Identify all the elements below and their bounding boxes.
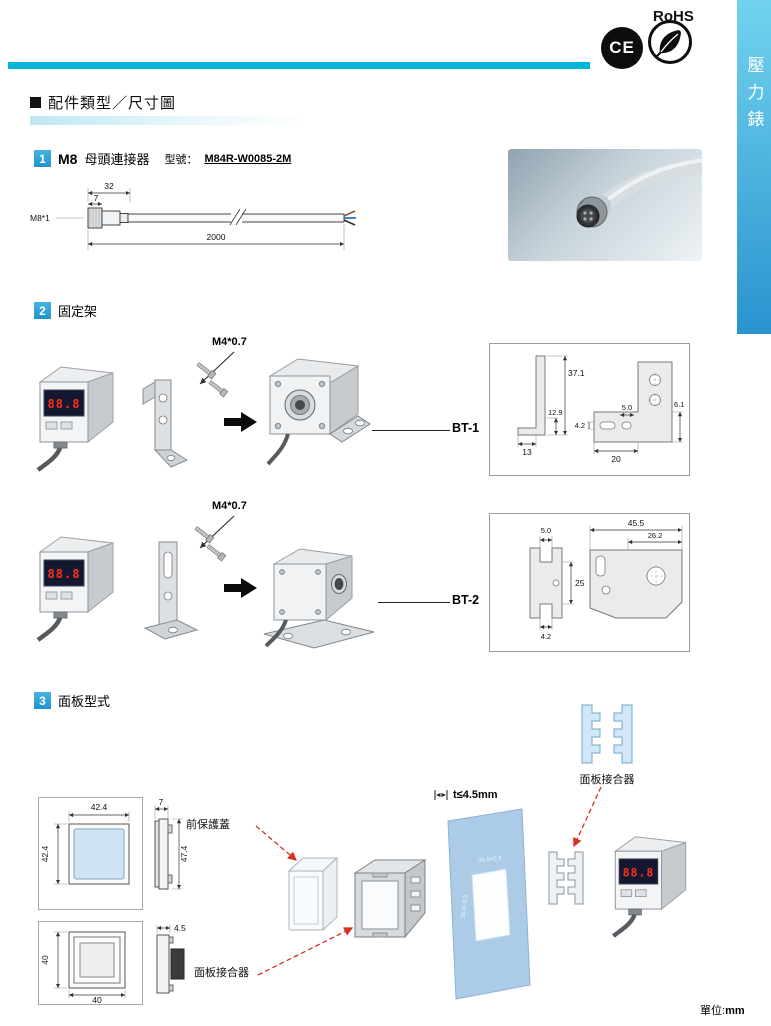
- m8-connector-photo: [508, 149, 702, 261]
- page-title: 配件類型／尺寸圖: [30, 92, 176, 113]
- bt2-leader-line: [378, 602, 450, 603]
- bracket-bt2-drawing: [143, 541, 199, 640]
- pressure-sensor-drawing: [30, 530, 122, 642]
- section2-header: 2 固定架: [34, 301, 97, 320]
- adapter-frame-drawing: [353, 859, 427, 939]
- thickness-symbol-icon: [434, 790, 448, 800]
- screws-drawing: [194, 526, 227, 562]
- bt1-dimension-box: 37.1 12.9 13 5.0 4.2 20 6.1: [489, 343, 690, 476]
- bt2-dim-5-0: 5.0: [541, 526, 551, 535]
- dim-2000: 2000: [207, 232, 226, 242]
- bt1-dimension-drawing: 37.1 12.9 13 5.0 4.2 20 6.1: [517, 355, 684, 464]
- assembled-unit-bt1-drawing: [266, 358, 371, 466]
- panel-adapter-label: 面板接合器: [579, 774, 635, 786]
- panel-adapter-label-2: 面板接合器: [194, 967, 249, 979]
- bt1-dim-13: 13: [522, 447, 532, 457]
- bt2-dim-25: 25: [575, 578, 585, 588]
- section3-header: 3 面板型式: [34, 691, 110, 710]
- adapter-dim-height: 40: [40, 955, 50, 965]
- section1-title: 母頭連接器: [84, 152, 150, 167]
- bt2-dimension-box: 5.0 25 4.2 45.5 26.2: [489, 513, 690, 652]
- section1-badge: 1: [34, 150, 51, 167]
- cover-dim-depth: 7: [159, 797, 164, 807]
- assembly-arrow-icon: [224, 578, 257, 598]
- bt1-label: BT-1: [452, 421, 480, 435]
- bt1-dim-4-2: 4.2: [575, 421, 585, 430]
- square-bullet-icon: [30, 97, 41, 108]
- unit-note-label: 單位:: [700, 1005, 726, 1017]
- assembly-arrow-icon: [224, 412, 257, 432]
- cover-front-view: 42.4 42.4: [40, 802, 130, 885]
- screws-drawing: [196, 362, 229, 398]
- bt2-dim-26-2: 26.2: [648, 531, 663, 540]
- cable-dimension-drawing: 32 7 M8*1 2000: [30, 181, 356, 250]
- adapter-dim-thickness: 4.5: [174, 923, 186, 933]
- thread-label: M8*1: [30, 213, 50, 223]
- header-accent-bar: [8, 62, 590, 69]
- pressure-sensor-drawing: [602, 830, 698, 938]
- title-underline: [30, 116, 308, 125]
- model-number: M84R-W0085-2M: [204, 152, 292, 165]
- cover-dimension-box: 42.4 42.4: [38, 797, 143, 910]
- cover-dim-height: 42.4: [40, 845, 50, 862]
- cover-dim-side-height: 47.4: [179, 845, 189, 862]
- pressure-sensor-drawing: [30, 360, 122, 472]
- section1-header: 1 M8 母頭連接器 型號： M84R-W0085-2M: [34, 149, 291, 168]
- front-cover-label: 前保護蓋: [186, 819, 230, 831]
- model-label: 型號：: [164, 153, 198, 166]
- dim-32: 32: [104, 181, 114, 191]
- assembled-unit-bt2-drawing: [263, 548, 375, 649]
- section2-title: 固定架: [58, 304, 98, 319]
- thickness-text: t≤4.5mm: [453, 789, 498, 801]
- side-tab-label: 壓力錶: [744, 56, 764, 137]
- bt1-dim-6-1: 6.1: [674, 400, 684, 409]
- bt2-dim-45-5: 45.5: [628, 518, 645, 528]
- section1-title-strong: M8: [58, 150, 78, 167]
- adapter-dimension-box: 40 40: [38, 921, 143, 1005]
- screw-leader-arrow: [199, 515, 235, 549]
- dim-7: 7: [94, 193, 99, 203]
- screw-spec-label: M4*0.7: [212, 336, 247, 348]
- unit-note-value: mm: [725, 1005, 745, 1017]
- bt2-dimension-drawing: 5.0 25 4.2 45.5 26.2: [529, 518, 683, 641]
- bracket-bt1-drawing: [142, 379, 189, 468]
- bt1-dim-20: 20: [611, 454, 621, 464]
- bt1-dim-5-0: 5.0: [622, 403, 632, 412]
- bt2-dim-4-2: 4.2: [541, 632, 551, 641]
- section2-badge: 2: [34, 302, 51, 319]
- panel-thickness-note: t≤4.5mm: [432, 789, 498, 801]
- unit-note: 單位:mm: [700, 1002, 745, 1018]
- screw-leader-arrow: [199, 351, 235, 385]
- panel-cutout-height: 26.8+0.3: [461, 894, 470, 919]
- adapter-front-view: 40 40: [40, 931, 126, 1005]
- screw-spec-label: M4*0.7: [212, 500, 247, 512]
- ce-mark-icon: CE: [601, 27, 643, 69]
- cover-dim-width: 42.4: [91, 802, 108, 812]
- panel-adapter-drawing: [581, 704, 633, 764]
- adapter-clips-drawing: [548, 851, 584, 905]
- panel-cutout-width: 36.8+0.3: [478, 856, 503, 864]
- section3-badge: 3: [34, 692, 51, 709]
- eco-leaf-icon: [648, 20, 692, 64]
- section3-title: 面板型式: [58, 694, 111, 709]
- adapter-side-view: 4.5: [156, 923, 186, 994]
- cover-side-view: 7 47.4: [154, 797, 189, 890]
- adapter-dim-width: 40: [92, 995, 102, 1004]
- front-cover-drawing: [287, 856, 339, 932]
- bt1-dim-12-9: 12.9: [548, 408, 563, 417]
- mounting-panel-drawing: 36.8+0.3 26.8+0.3: [447, 808, 531, 1000]
- page-title-text: 配件類型／尺寸圖: [48, 95, 177, 112]
- side-tab-pressure-gauge: 壓力錶: [737, 0, 771, 334]
- bt1-dim-37-1: 37.1: [568, 368, 585, 378]
- bt1-leader-line: [372, 430, 450, 431]
- bt2-label: BT-2: [452, 593, 480, 607]
